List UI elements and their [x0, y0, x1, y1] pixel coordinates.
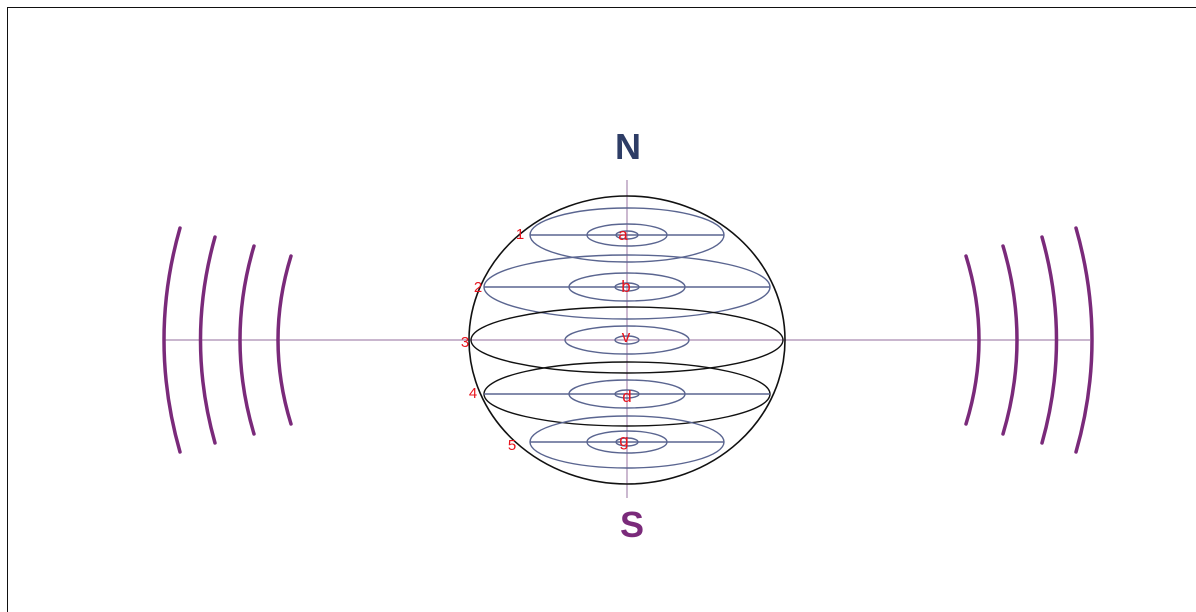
band-letter-g: g — [619, 431, 628, 450]
band-3-ring — [564, 325, 690, 355]
band-number-4: 4 — [469, 385, 477, 402]
south-label: S — [620, 504, 644, 545]
band-letter-d: d — [622, 387, 631, 406]
right-wave-arc-4 — [1074, 226, 1094, 454]
north-label: N — [615, 126, 641, 167]
image-frame — [7, 7, 1196, 612]
right-wave-arc-3 — [1040, 235, 1059, 445]
band-3-core — [614, 335, 640, 345]
right-wave-arcs — [964, 226, 1094, 454]
band-letter-a: a — [618, 225, 628, 244]
left-wave-arc-3 — [238, 244, 256, 436]
left-wave-arc-2 — [198, 235, 217, 445]
band-number-1: 1 — [516, 226, 524, 243]
right-wave-arc-1 — [964, 254, 981, 426]
band-number-2: 2 — [474, 279, 482, 296]
latitude-bands — [470, 207, 784, 469]
band-number-3: 3 — [461, 334, 469, 351]
left-wave-arc-4 — [276, 254, 293, 426]
left-wave-arcs — [162, 226, 293, 454]
sphere-outline — [468, 195, 786, 485]
right-wave-arc-2 — [1001, 244, 1019, 436]
band-letter-v: v — [622, 327, 631, 346]
band-number-5: 5 — [508, 437, 516, 454]
left-wave-arc-1 — [162, 226, 182, 454]
band-letter-b: b — [621, 277, 630, 296]
band-3-disc — [470, 306, 784, 374]
